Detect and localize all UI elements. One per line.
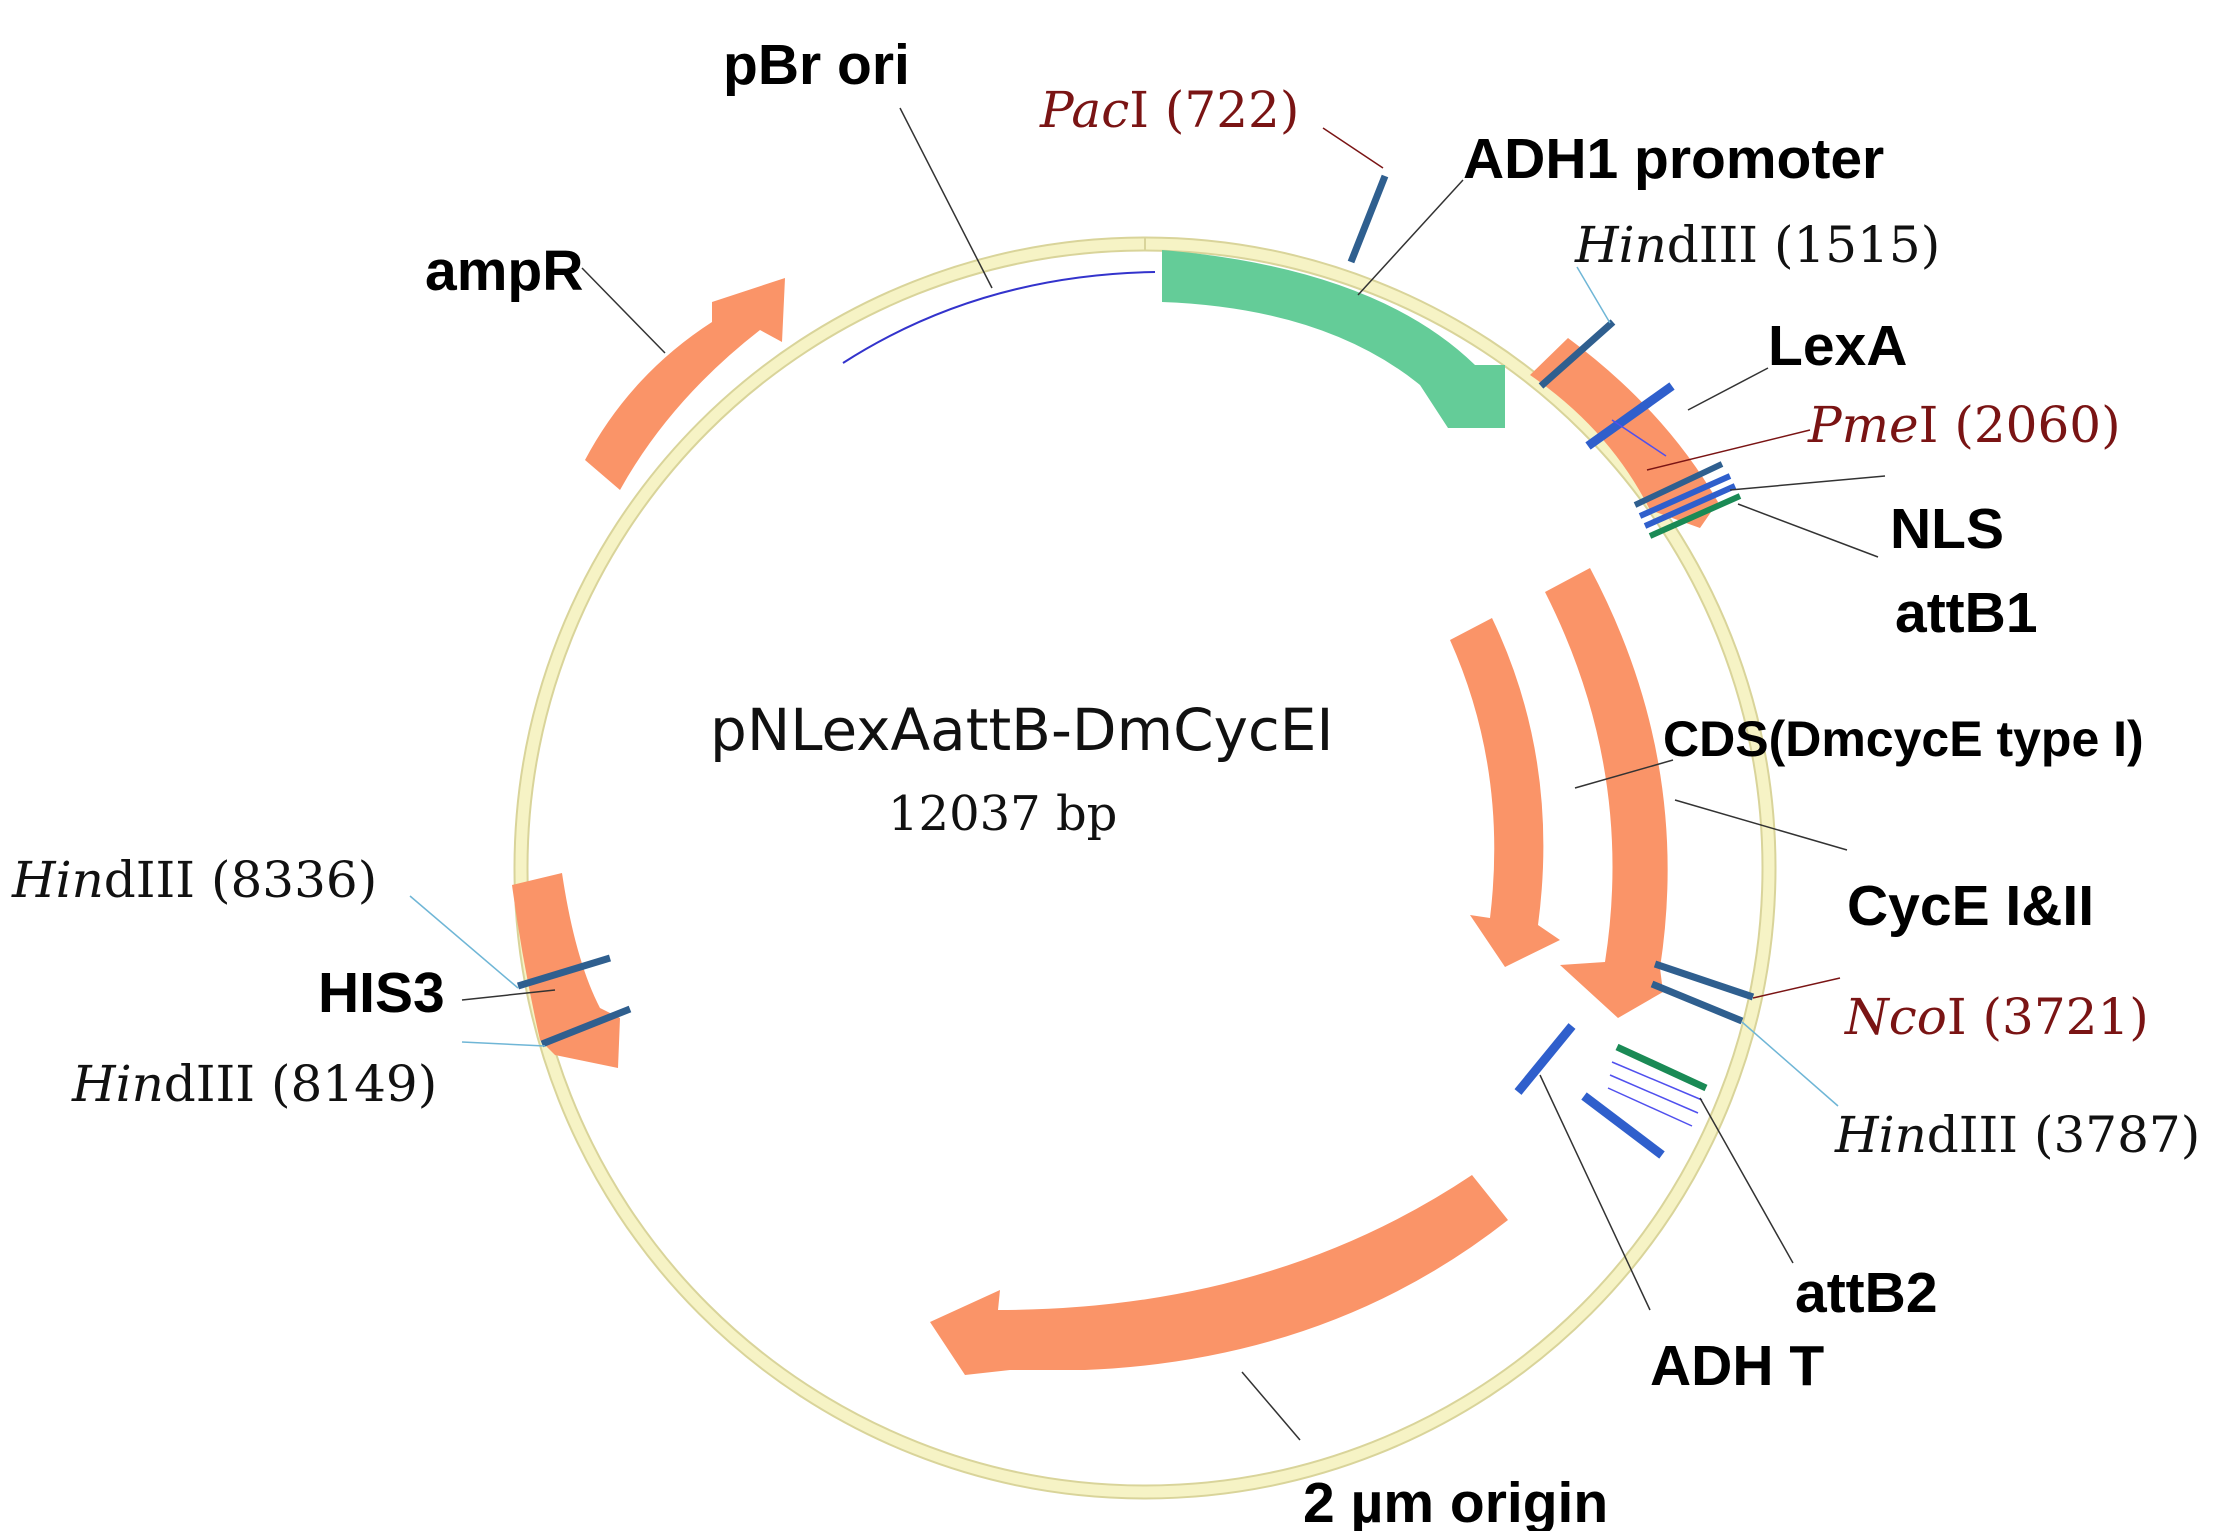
leader-lines	[409, 107, 1886, 1441]
label-two-micron: 2 µm origin	[1303, 1471, 1608, 1531]
label-pbr-ori: pBr ori	[723, 33, 910, 97]
plasmid-backbone	[513, 236, 1777, 1500]
label-ampr: ampR	[425, 239, 583, 303]
label-hindiii-8336: HindIII (8336)	[11, 851, 377, 909]
label-pmei: PmeI (2060)	[1807, 396, 2121, 454]
label-attb1: attB1	[1895, 581, 2038, 645]
plasmid-name: pNLexAattB-DmCycEI	[710, 696, 1334, 764]
label-lexa: LexA	[1768, 314, 1907, 378]
label-hindiii-8149: HindIII (8149)	[71, 1055, 437, 1113]
label-adh1-promoter: ADH1 promoter	[1463, 127, 1884, 191]
label-cyce: CycE I&II	[1847, 874, 2094, 938]
label-hindiii-1515: HindIII (1515)	[1574, 216, 1940, 274]
label-nls: NLS	[1890, 497, 2004, 561]
label-adh-t: ADH T	[1650, 1334, 1824, 1398]
pbr-ori-arc	[842, 271, 1156, 364]
feature-marks	[516, 174, 1755, 1159]
label-hindiii-3787: HindIII (3787)	[1834, 1106, 2200, 1164]
ampr-arrow	[585, 278, 785, 490]
cds-arrow	[1450, 618, 1560, 967]
cyce-arrow	[1545, 568, 1668, 1018]
plasmid-size: 12037 bp	[888, 786, 1117, 842]
adh1-promoter-arrow	[1162, 250, 1505, 428]
lexa-segment	[1530, 338, 1718, 528]
two-micron-arrow	[930, 1175, 1508, 1375]
label-cds: CDS(DmcycE type I)	[1663, 711, 2144, 767]
label-paci: PacI (722)	[1039, 81, 1299, 139]
label-ncoi: NcoI (3721)	[1844, 988, 2149, 1046]
label-his3: HIS3	[318, 961, 445, 1025]
label-attb2: attB2	[1795, 1261, 1938, 1325]
